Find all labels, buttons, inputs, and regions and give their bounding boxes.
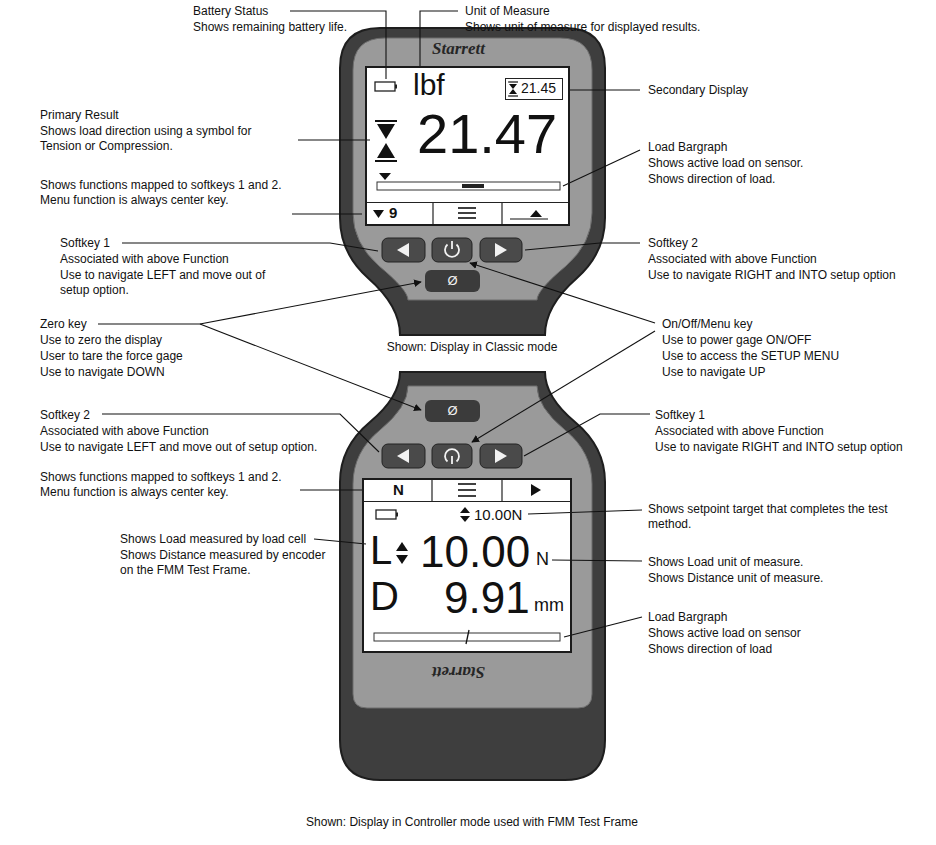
callout-text: Use to navigate LEFT and move out of set… — [40, 440, 340, 455]
brand-logo: Starrett — [432, 40, 485, 57]
callout-text: Use to navigate LEFT and move out of set… — [60, 268, 290, 298]
softkey-bar: 9 — [367, 202, 568, 224]
distance-reading: 9.91 — [444, 576, 530, 620]
callout-text: Associated with above Function — [655, 424, 915, 439]
callout-text: Shows active load on sensor. — [648, 156, 908, 171]
callout-text: Shows unit of measure for displayed resu… — [465, 20, 765, 35]
distance-letter: D — [370, 576, 399, 616]
key-label: Ø — [425, 400, 480, 422]
unit-label: lbf — [413, 70, 445, 100]
callout-text: Use to power gage ON/OFF — [662, 333, 922, 348]
display-screen: 10.00NL10.00ND9.91mmN — [362, 478, 572, 653]
callout-text: Use to navigate RIGHT and INTO setup opt… — [655, 440, 930, 455]
callout-text: Shows remaining battery life. — [193, 20, 393, 35]
callout-text: Shows Distance measured by encoder on th… — [120, 548, 335, 578]
callout-text: Associated with above Function — [648, 252, 908, 267]
callout-text: Shows active load on sensor — [648, 626, 908, 641]
callout-text: On/Off/Menu key — [662, 317, 922, 332]
distance-unit: mm — [534, 596, 564, 614]
key-label: Ø — [425, 270, 480, 292]
softkey-value: 9 — [389, 205, 397, 220]
callout-text: Shows functions mapped to softkeys 1 and… — [40, 470, 295, 500]
callout-text: Zero key — [40, 317, 240, 332]
callout-text: Softkey 2 — [648, 236, 908, 251]
callout-text: Softkey 1 — [655, 408, 915, 423]
callout-text: User to tare the force gage — [40, 349, 240, 364]
load-letter: L — [370, 530, 392, 570]
callout-text: Softkey 1 — [60, 236, 260, 251]
callout-text: Use to access the SETUP MENU — [662, 349, 922, 364]
callout-text: Shows Load unit of measure. — [648, 555, 908, 570]
callout-text: Use to zero the display — [40, 333, 240, 348]
callout-text: Secondary Display — [648, 83, 848, 98]
callout-text: Shows setpoint target that completes the… — [648, 502, 888, 532]
secondary-reading: 21.45 — [521, 81, 556, 95]
callout-text: Associated with above Function — [40, 424, 300, 439]
softkey-value: N — [393, 482, 404, 497]
zero-key: Ø — [425, 400, 480, 422]
callout-text: Shows load direction using a symbol for … — [40, 124, 295, 154]
callout-text: Shows Load measured by load cell — [120, 532, 350, 547]
callout-text: Unit of Measure — [465, 4, 665, 19]
callout-text: Shows functions mapped to softkeys 1 and… — [40, 178, 285, 208]
callout-text: Use to navigate DOWN — [40, 365, 240, 380]
callout-text: Softkey 2 — [40, 408, 240, 423]
secondary-display: 21.45 — [505, 78, 563, 100]
load-unit: N — [536, 550, 549, 568]
callout-text: Primary Result — [40, 108, 295, 123]
callout-text: Use to navigate UP — [662, 365, 922, 380]
display-screen: lbf 21.47 21.45 9 — [365, 66, 570, 226]
zero-key: Ø — [425, 270, 480, 292]
callout-text: Load Bargraph — [648, 610, 908, 625]
callout-text: Load Bargraph — [648, 140, 908, 155]
setpoint-value: 10.00N — [474, 507, 522, 522]
figure-caption: Shown: Display in Controller mode used w… — [282, 815, 662, 830]
load-reading: 10.00 — [420, 530, 530, 574]
softkey-bar: N — [364, 480, 570, 502]
callout-text: Associated with above Function — [60, 252, 300, 267]
brand-logo: Starrett — [432, 664, 485, 681]
callout-text: Battery Status — [193, 4, 373, 19]
callout-text: Use to navigate RIGHT and INTO setup opt… — [648, 268, 930, 283]
callout-text: Shows Distance unit of measure. — [648, 571, 908, 586]
primary-reading: 21.47 — [417, 106, 557, 162]
gage-body — [340, 28, 605, 335]
figure-caption: Shown: Display in Classic mode — [377, 340, 567, 355]
gage-housing: Starrett lbf 21.47 21.45 9Ø — [340, 28, 605, 335]
gage-housing: StarrettØ10.00NL10.00ND9.91mmN — [340, 372, 605, 780]
callout-text: Shows direction of load. — [648, 172, 908, 187]
callout-text: Shows direction of load — [648, 642, 908, 657]
